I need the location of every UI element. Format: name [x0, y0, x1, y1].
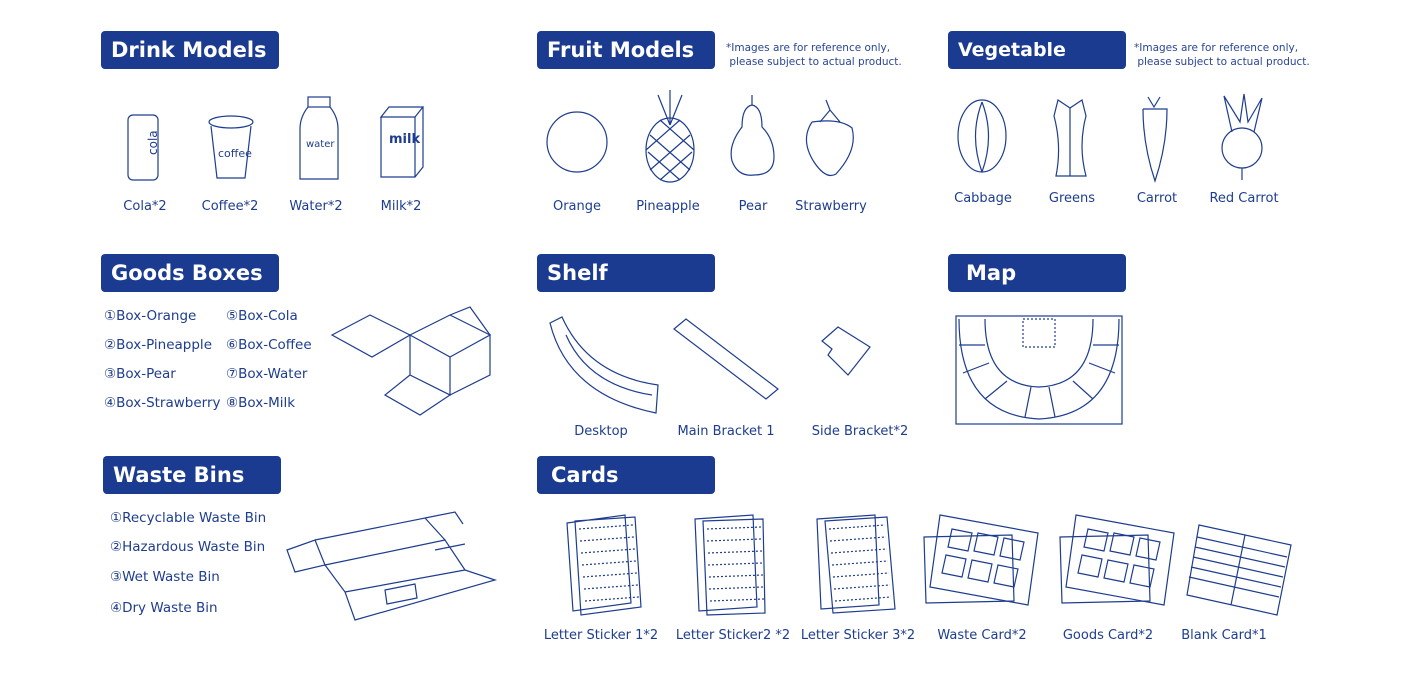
shelf-label: Side Bracket*2 — [811, 424, 909, 439]
fruit-label: Strawberry — [795, 199, 867, 214]
fruit-label: Pineapple — [636, 199, 700, 214]
water-bottle-icon: water — [299, 96, 339, 180]
pear-icon — [730, 95, 775, 176]
svg-text:milk: milk — [389, 132, 420, 147]
waste-bin-item: ③Wet Waste Bin — [110, 569, 220, 585]
goods-box-item: ①Box-Orange — [104, 308, 197, 324]
card-label: Letter Sticker2 *2 — [675, 628, 791, 643]
vegetable-label: Greens — [1048, 191, 1096, 206]
waste-bin-net-icon — [286, 511, 498, 621]
goods-box-item: ⑥Box-Coffee — [226, 337, 312, 353]
goods-card-icon — [1059, 514, 1175, 606]
strawberry-icon — [805, 99, 854, 177]
map-header: Map — [948, 254, 1126, 292]
shelf-label: Main Bracket 1 — [677, 424, 775, 439]
desktop-icon — [549, 316, 659, 414]
shelf-header: Shelf — [537, 254, 715, 292]
goods-box-item: ③Box-Pear — [104, 366, 176, 382]
fruit-label: Orange — [552, 199, 602, 214]
fruit-label: Pear — [738, 199, 768, 214]
vegetable-label: Red Carrot — [1209, 191, 1279, 206]
card-label: Letter Sticker 1*2 — [543, 628, 659, 643]
vegetable-note: *Images are for reference only, please s… — [1134, 42, 1310, 68]
goods-box-net-icon — [330, 306, 492, 416]
svg-text:coffee: coffee — [218, 147, 252, 160]
vegetable-label: Cabbage — [954, 191, 1012, 206]
drink-models-header: Drink Models — [101, 31, 279, 69]
coffee-cup-icon: coffee — [208, 115, 254, 179]
fruit-note: *Images are for reference only, please s… — [726, 42, 902, 68]
cards-header: Cards — [537, 456, 715, 494]
blank-card-icon — [1186, 524, 1292, 616]
waste-bin-item: ②Hazardous Waste Bin — [110, 539, 266, 555]
fruit-models-header: Fruit Models — [537, 31, 715, 69]
red-carrot-icon — [1221, 93, 1263, 180]
waste-bin-item: ④Dry Waste Bin — [110, 600, 218, 616]
waste-card-icon — [923, 514, 1039, 606]
goods-box-item: ④Box-Strawberry — [104, 395, 221, 411]
goods-box-item: ②Box-Pineapple — [104, 337, 212, 353]
drink-label: Cola*2 — [123, 199, 167, 214]
drink-label: Milk*2 — [380, 199, 422, 214]
vegetable-models-header: Vegetable Models — [948, 31, 1126, 99]
svg-text:water: water — [306, 139, 335, 150]
card-label: Waste Card*2 — [937, 628, 1027, 643]
cabbage-icon — [957, 99, 1007, 173]
pineapple-icon — [645, 90, 695, 183]
waste-bins-header: Waste Bins — [103, 456, 281, 494]
greens-icon — [1053, 99, 1087, 177]
drink-label: Coffee*2 — [201, 199, 259, 214]
letter-sticker-3-icon — [816, 514, 896, 614]
milk-carton-icon: milk — [379, 106, 425, 178]
map-icon — [955, 315, 1123, 425]
side-bracket-icon — [821, 326, 871, 376]
orange-icon — [546, 111, 608, 173]
goods-boxes-header: Goods Boxes — [101, 254, 279, 292]
main-bracket-icon — [673, 318, 779, 400]
card-label: Blank Card*1 — [1181, 628, 1267, 643]
letter-sticker-2-icon — [694, 514, 766, 616]
svg-text:cola: cola — [146, 130, 160, 155]
goods-box-item: ⑦Box-Water — [226, 366, 308, 382]
card-label: Letter Sticker 3*2 — [800, 628, 916, 643]
waste-bin-item: ①Recyclable Waste Bin — [110, 510, 267, 526]
cola-can-icon: cola — [127, 114, 160, 181]
letter-sticker-1-icon — [566, 514, 642, 616]
goods-box-item: ⑤Box-Cola — [226, 308, 298, 324]
card-label: Goods Card*2 — [1062, 628, 1154, 643]
carrot-icon — [1142, 96, 1168, 183]
goods-box-item: ⑧Box-Milk — [226, 395, 296, 411]
shelf-label: Desktop — [574, 424, 628, 439]
vegetable-label: Carrot — [1136, 191, 1178, 206]
drink-label: Water*2 — [289, 199, 343, 214]
